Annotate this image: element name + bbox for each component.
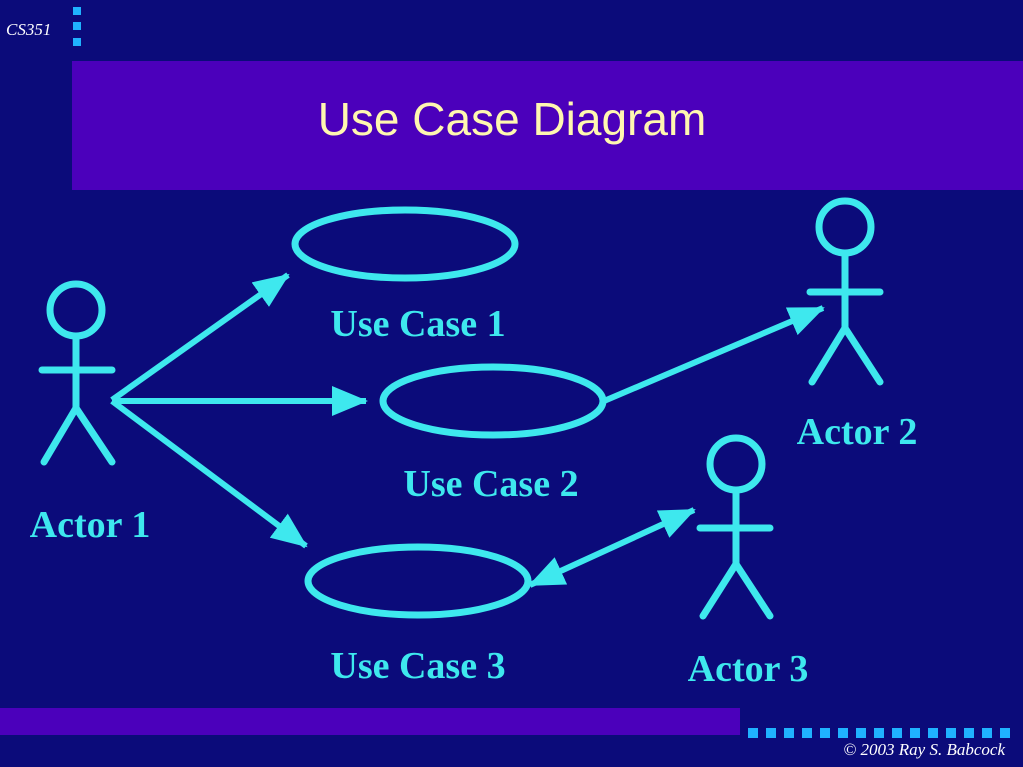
association-uc3-actor3 bbox=[528, 507, 696, 588]
association-actor1-uc3 bbox=[110, 398, 308, 549]
actor-1-label: Actor 1 bbox=[30, 504, 151, 546]
use-case-2-ellipse bbox=[379, 363, 607, 439]
course-label: CS351 bbox=[6, 20, 52, 39]
header-dot bbox=[73, 7, 81, 15]
use-case-3-ellipse bbox=[304, 543, 532, 619]
actor-2-figure bbox=[806, 197, 884, 386]
use-case-1-label: Use Case 1 bbox=[330, 303, 505, 345]
actor-1-figure bbox=[38, 280, 116, 466]
bottom-band bbox=[0, 708, 740, 735]
actor-2-label: Actor 2 bbox=[797, 411, 918, 453]
header-dot bbox=[73, 22, 81, 30]
copyright: © 2003 Ray S. Babcock bbox=[843, 740, 1005, 759]
footer-dots bbox=[748, 728, 1018, 738]
use-case-1-ellipse bbox=[291, 206, 519, 282]
use-case-3-label: Use Case 3 bbox=[330, 645, 505, 687]
slide-title: Use Case Diagram bbox=[317, 93, 707, 145]
title-band bbox=[72, 61, 1023, 190]
association-actor1-uc1 bbox=[110, 272, 290, 403]
header-dot bbox=[73, 38, 81, 46]
association-uc2-actor2 bbox=[602, 305, 825, 404]
actor-3-figure bbox=[696, 434, 774, 620]
use-case-2-label: Use Case 2 bbox=[403, 463, 578, 505]
actor-3-label: Actor 3 bbox=[688, 648, 809, 690]
